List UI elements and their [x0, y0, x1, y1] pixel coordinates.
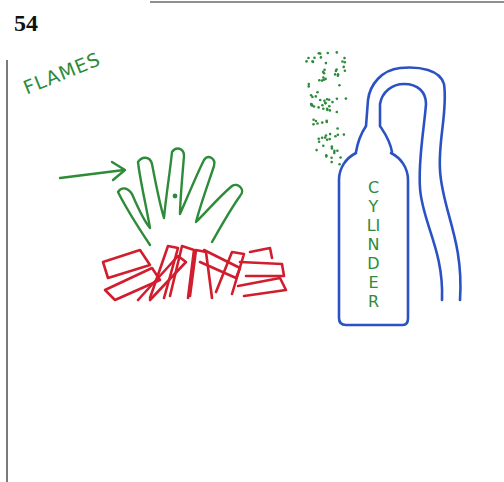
spray-dot	[312, 118, 315, 121]
cylinder-body: CYLINDER	[336, 150, 411, 328]
gas-spray	[305, 51, 347, 165]
spray-dot	[316, 91, 319, 94]
spray-dot	[325, 120, 328, 123]
spray-dot	[315, 95, 318, 98]
spray-dot	[322, 71, 325, 74]
spray-dot	[336, 98, 339, 101]
spray-dot	[336, 150, 339, 153]
spray-dot	[335, 68, 338, 71]
spray-dot	[322, 76, 325, 79]
spray-dot	[326, 139, 329, 142]
spray-dot	[312, 61, 315, 64]
spray-dot	[323, 99, 326, 102]
spray-dot	[336, 51, 339, 54]
spray-dot	[317, 137, 320, 140]
logs	[103, 246, 286, 300]
spray-dot	[330, 161, 333, 164]
spray-dot	[334, 73, 337, 76]
spray-dot	[321, 79, 324, 82]
spray-dot	[328, 138, 331, 141]
spray-dot	[338, 84, 341, 87]
spray-dot	[310, 94, 313, 97]
figure-number: 54	[14, 10, 38, 37]
spray-dot	[318, 79, 321, 82]
spray-dot	[327, 52, 330, 55]
flames	[60, 149, 242, 245]
spray-dot	[310, 104, 313, 107]
spray-dot	[324, 136, 327, 139]
spray-dot	[321, 121, 324, 124]
spray-dot	[325, 62, 328, 65]
spray-dot	[343, 133, 346, 136]
spray-dot	[343, 57, 346, 60]
spray-dot	[318, 141, 321, 144]
spray-dot	[321, 104, 324, 107]
spray-dot	[324, 102, 327, 105]
spray-dot	[311, 60, 314, 63]
spray-dot	[326, 107, 329, 110]
spray-dot	[334, 135, 337, 138]
spray-dot	[310, 103, 313, 106]
spray-dot	[312, 123, 315, 126]
spray-dot	[324, 102, 327, 105]
spray-dot	[307, 85, 310, 88]
spray-dot	[322, 145, 325, 148]
spray-dot	[307, 57, 310, 60]
spray-dot	[333, 152, 336, 155]
spray-dot	[341, 60, 344, 63]
spray-dot	[313, 105, 316, 108]
spray-dot	[328, 99, 331, 102]
spray-dot	[344, 61, 347, 64]
frame-line	[6, 60, 7, 482]
spray-dot	[338, 163, 341, 166]
spray-dot	[336, 111, 339, 114]
spray-dot	[329, 109, 332, 112]
spray-dot	[344, 69, 347, 72]
spray-dot	[331, 101, 334, 104]
spray-dot	[328, 105, 331, 108]
spray-dot	[322, 107, 325, 110]
spray-dot	[305, 60, 308, 63]
spray-dot	[321, 136, 324, 139]
spray-dot	[329, 133, 332, 136]
spray-dot	[326, 121, 329, 124]
spray-dot	[345, 97, 348, 100]
spray-dot	[330, 156, 333, 159]
spray-dot	[316, 122, 319, 125]
spray-dot	[320, 56, 323, 59]
spray-dot	[336, 127, 339, 130]
spray-dot	[342, 66, 345, 69]
spray-dot	[319, 99, 322, 102]
frame-line	[150, 1, 504, 2]
spray-dot	[339, 156, 342, 159]
spray-dot	[319, 52, 322, 55]
flames-label: FLAMES	[20, 48, 104, 99]
cylinder-label: CYLINDER	[366, 178, 382, 311]
spray-dot	[337, 134, 340, 137]
spray-dot	[313, 57, 316, 60]
spray-dot	[315, 149, 318, 152]
spray-dot	[308, 83, 311, 86]
spray-dot	[337, 74, 340, 77]
spray-dot	[325, 154, 328, 157]
spray-dot	[317, 106, 320, 109]
spray-dot	[315, 120, 318, 123]
spray-dot	[331, 147, 334, 150]
